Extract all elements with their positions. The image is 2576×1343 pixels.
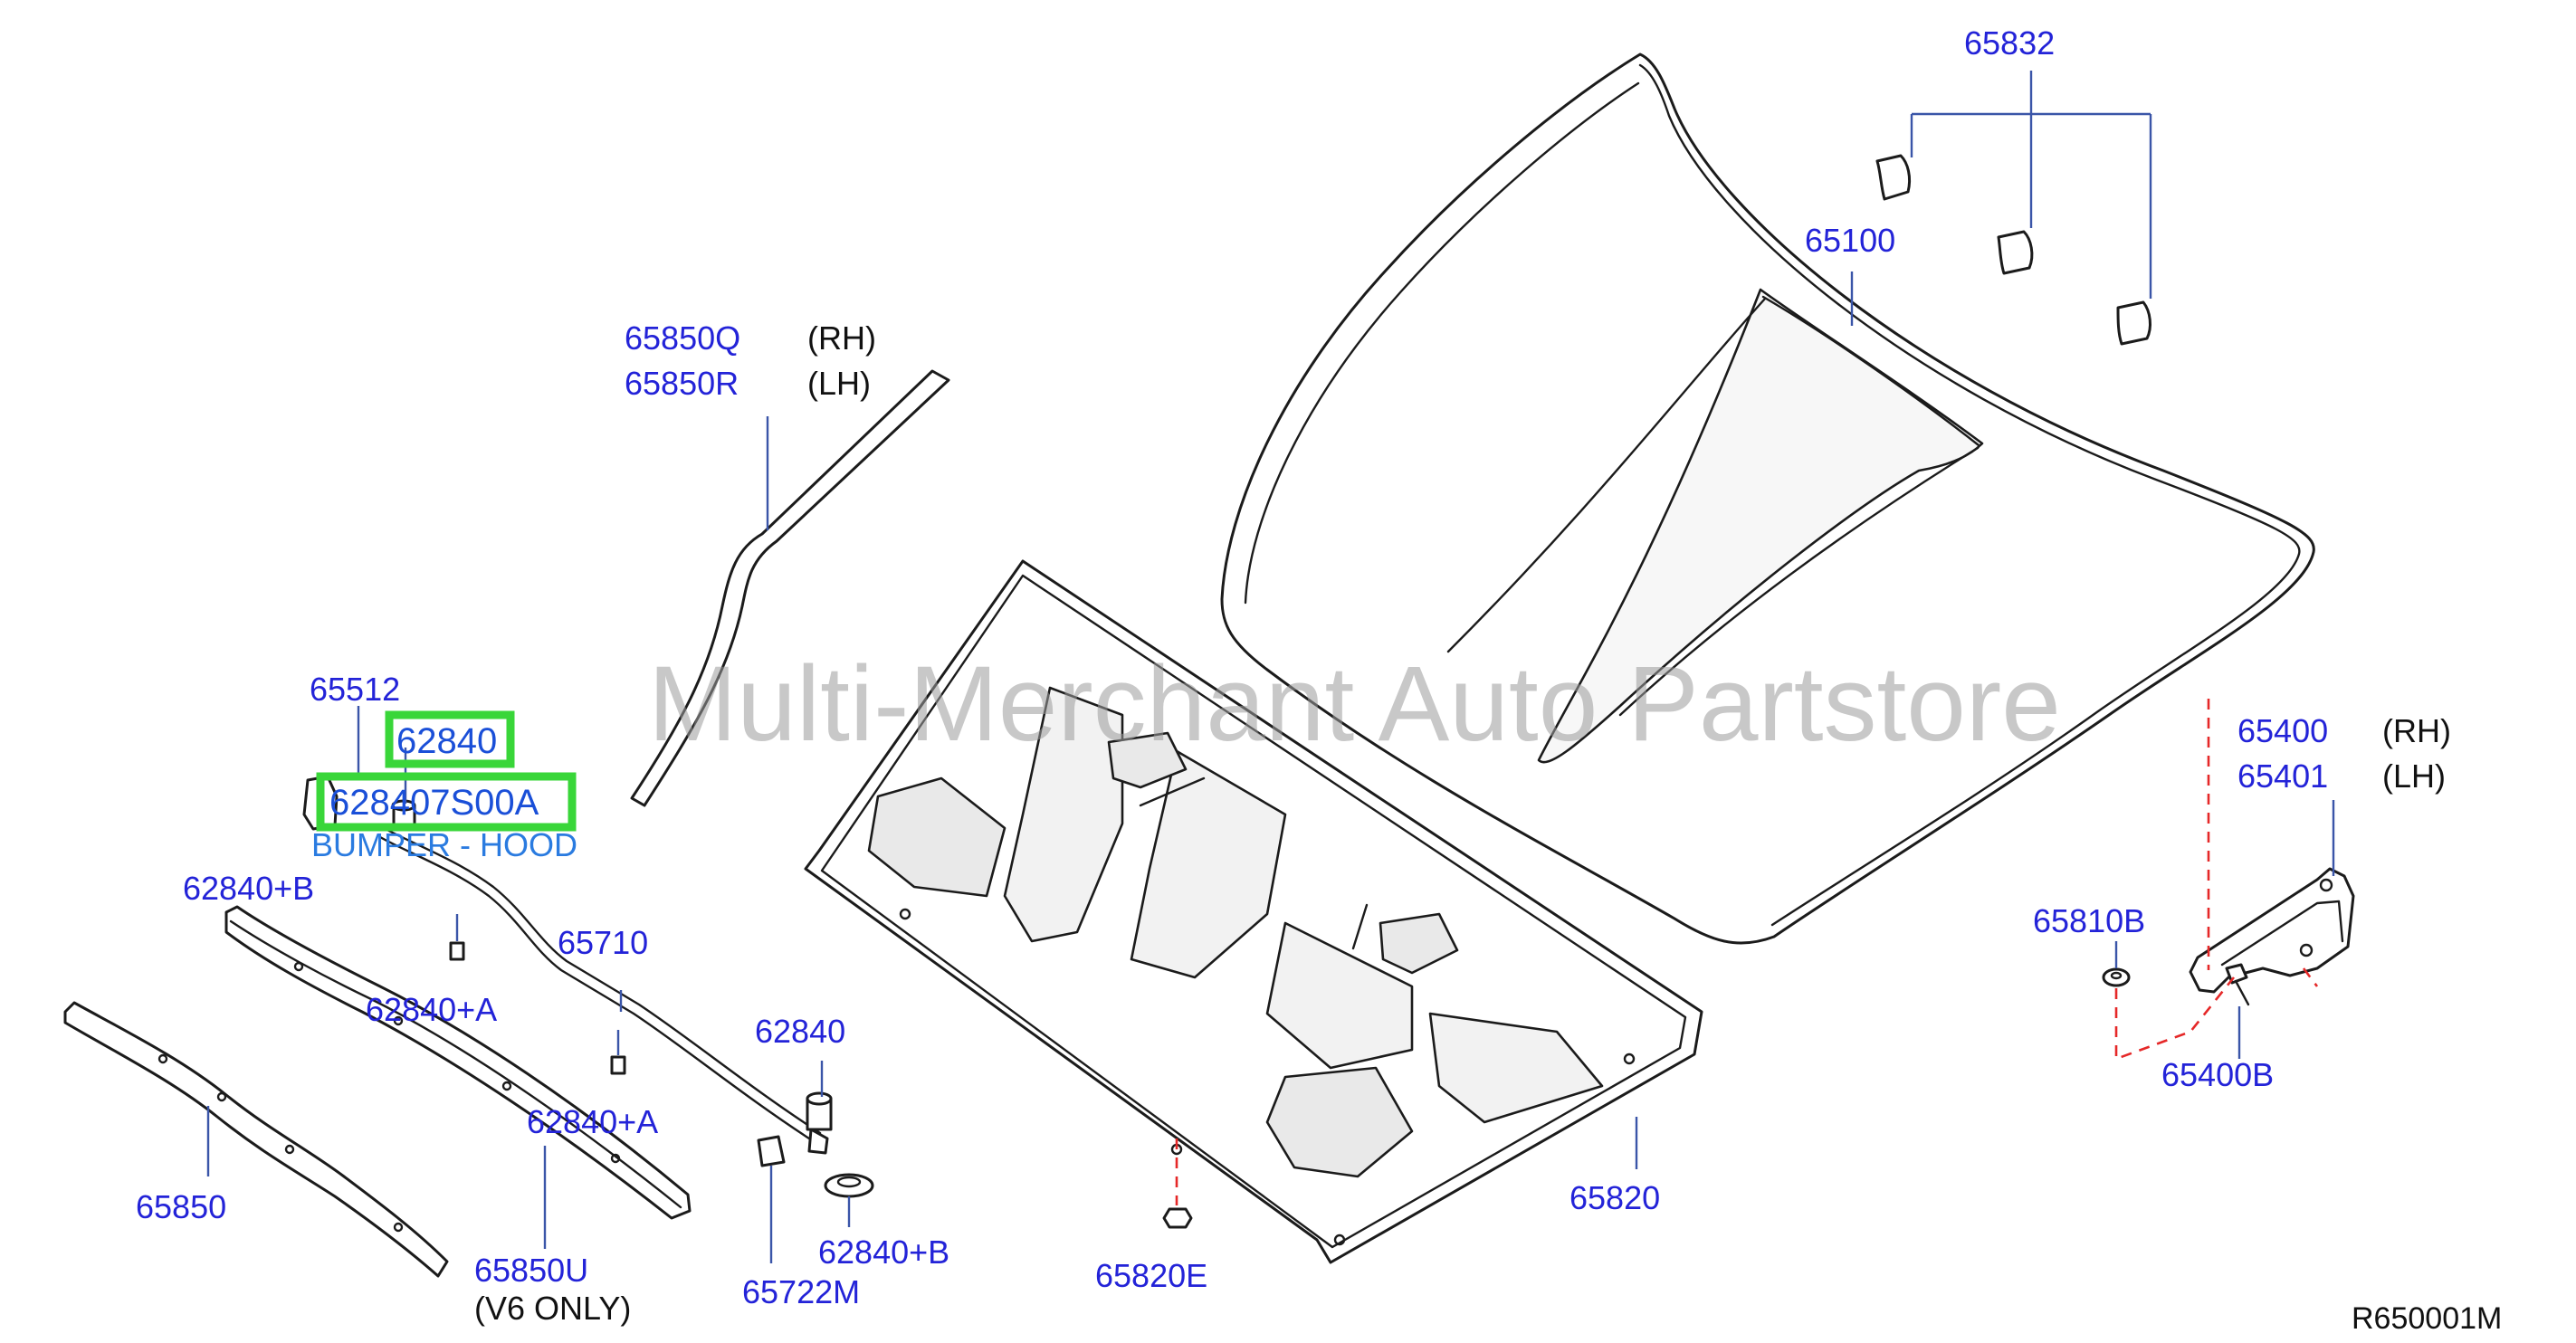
- seal-65850Q-65850R[interactable]: [630, 369, 950, 807]
- callout-65850R[interactable]: 65850R: [625, 365, 739, 402]
- bumper-62840A-2[interactable]: [610, 1055, 626, 1075]
- hood-rubber-bumper-1[interactable]: [1875, 154, 1912, 201]
- washer-65810B[interactable]: [2102, 967, 2131, 987]
- callout-62840B-bottom[interactable]: 62840+B: [818, 1233, 949, 1271]
- callout-62840-mid[interactable]: 62840: [755, 1013, 845, 1050]
- callout-65850Q[interactable]: 65850Q: [625, 319, 740, 357]
- callout-65832[interactable]: 65832: [1964, 24, 2055, 62]
- bumper-62840A-1[interactable]: [449, 941, 465, 961]
- callout-65722M[interactable]: 65722M: [742, 1273, 860, 1310]
- callout-62840B-top[interactable]: 62840+B: [183, 870, 314, 907]
- highlight-box-callout: [385, 710, 515, 768]
- note-rh-65400: (RH): [2382, 712, 2451, 749]
- watermark: Multi-Merchant Auto Partstore: [648, 644, 2061, 764]
- hood-panel[interactable]: [1220, 52, 2315, 945]
- hood-insulator[interactable]: [804, 559, 1703, 1264]
- callout-65850[interactable]: 65850: [136, 1188, 226, 1225]
- nut-65820E[interactable]: [1162, 1207, 1193, 1229]
- bumper-62840-mid[interactable]: [806, 1091, 833, 1131]
- callout-65820[interactable]: 65820: [1569, 1179, 1660, 1216]
- note-lh-65401: (LH): [2382, 757, 2446, 795]
- callout-65810B[interactable]: 65810B: [2033, 902, 2145, 939]
- hood-hinge-65400-65401[interactable]: [2189, 867, 2355, 994]
- note-lh-65850R: (LH): [807, 365, 871, 402]
- callout-62840A-1[interactable]: 62840+A: [366, 991, 497, 1028]
- callout-62840A-2[interactable]: 62840+A: [527, 1103, 658, 1140]
- seal-65850[interactable]: [63, 1001, 449, 1278]
- callout-65400B[interactable]: 65400B: [2161, 1056, 2274, 1093]
- hood-rubber-bumper-3[interactable]: [2116, 300, 2151, 346]
- note-v6-only: (V6 ONLY): [474, 1290, 631, 1327]
- callout-65820E[interactable]: 65820E: [1095, 1257, 1207, 1294]
- bolt-65400B[interactable]: [2225, 963, 2250, 1006]
- callout-65400[interactable]: 65400: [2237, 712, 2328, 749]
- diagram-reference: R650001M: [2352, 1301, 2502, 1336]
- callout-65512[interactable]: 65512: [310, 671, 400, 708]
- rod-65710[interactable]: [378, 826, 829, 1155]
- note-rh-65850Q: (RH): [807, 319, 876, 357]
- callout-65401[interactable]: 65401: [2237, 757, 2328, 795]
- bumper-62840B-bottom[interactable]: [824, 1173, 874, 1198]
- callout-65100[interactable]: 65100: [1805, 222, 1895, 259]
- highlight-part-number[interactable]: 628407S00A: [329, 783, 539, 823]
- seal-65850U[interactable]: [224, 905, 692, 1220]
- highlight-callout-62840[interactable]: 62840: [396, 721, 497, 761]
- hood-rubber-bumper-2[interactable]: [1997, 230, 2034, 275]
- clip-65722M[interactable]: [757, 1135, 786, 1167]
- highlight-part-description: BUMPER - HOOD: [311, 826, 577, 863]
- leaders: [206, 71, 2335, 1263]
- dash-hinge-body: [2302, 967, 2319, 987]
- callout-65710[interactable]: 65710: [558, 924, 648, 961]
- highlight-box-part-number: [316, 772, 577, 832]
- callout-65850U[interactable]: 65850U: [474, 1252, 588, 1289]
